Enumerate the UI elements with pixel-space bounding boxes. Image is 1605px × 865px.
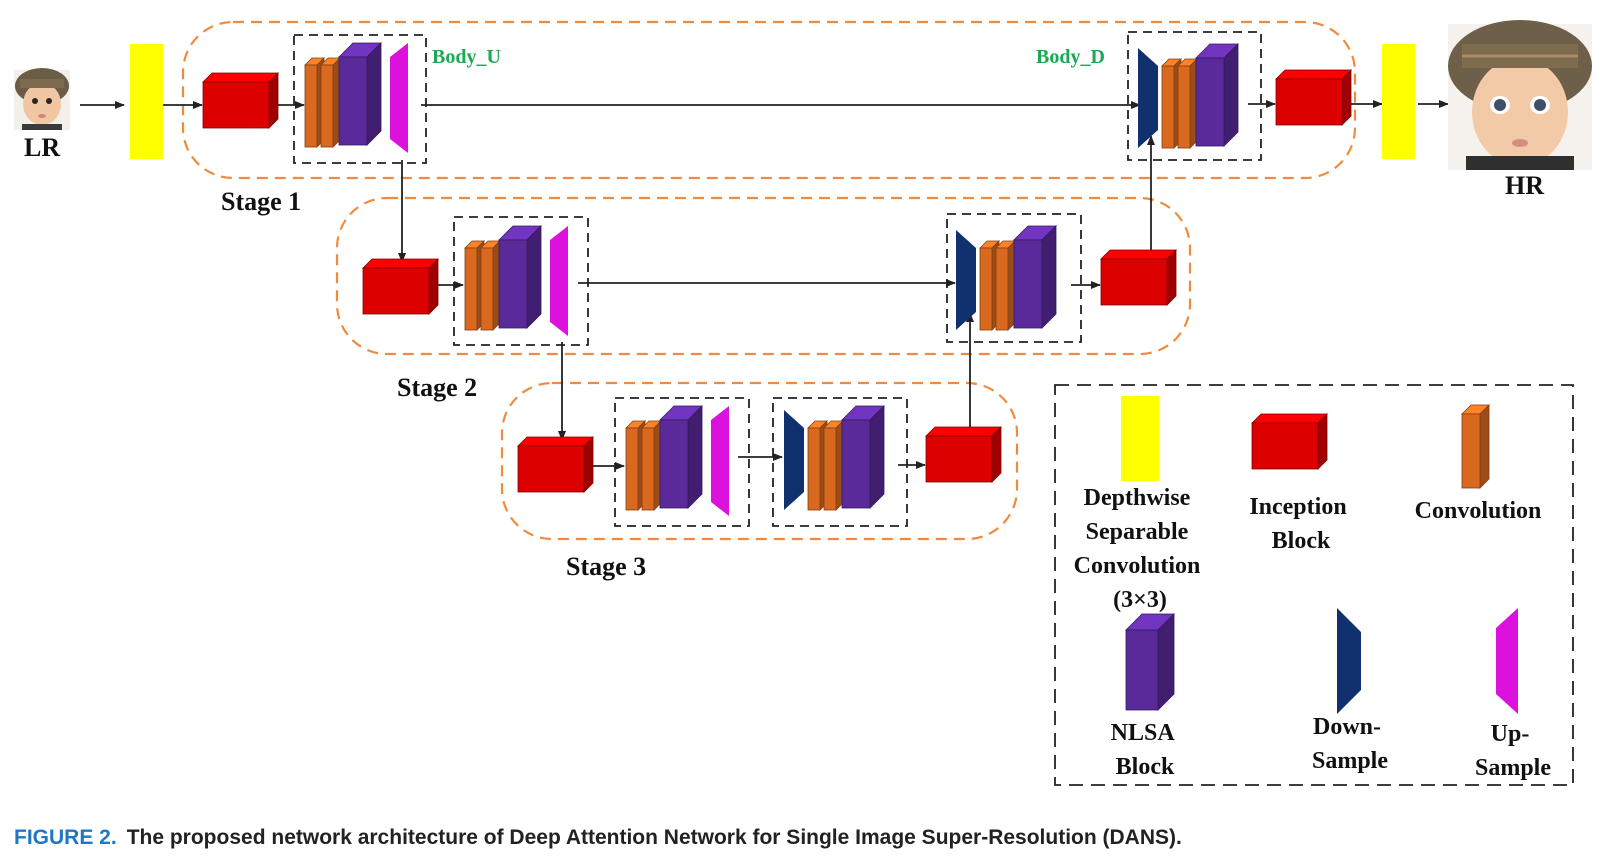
hr-baby-image xyxy=(1448,20,1592,170)
legend-inception-label: Inception Block xyxy=(1249,494,1352,554)
body-u-s3-conv2 xyxy=(641,420,662,511)
stage1-label: Stage 1 xyxy=(221,187,301,216)
legend-box xyxy=(1054,384,1574,786)
body-d-s2-nlsa xyxy=(1013,225,1057,329)
body-d-s3-nlsa xyxy=(841,405,885,509)
dsconv-in xyxy=(130,44,163,159)
connections xyxy=(80,100,1449,470)
body-u-s2-nlsa xyxy=(498,225,542,329)
body-u-s2-upsample xyxy=(550,226,568,336)
legend-convolution-label: Convolution xyxy=(1415,498,1542,524)
body-u-box-stage1 xyxy=(293,34,427,164)
inception-s3-in xyxy=(517,436,594,493)
body-u-s3-upsample xyxy=(711,406,729,516)
legend-downsample-label: Down- Sample xyxy=(1312,714,1388,774)
body-u-s3-nlsa xyxy=(659,405,703,509)
figure-number: FIGURE 2. xyxy=(14,826,117,849)
body-d-box-stage2 xyxy=(946,213,1082,343)
legend-dsconv-label: Depthwise Separable Convolution (3×3) xyxy=(1074,485,1207,613)
legend-inception-icon xyxy=(1251,413,1328,470)
body-u-s1-upsample xyxy=(390,43,408,153)
body-u-box-stage3 xyxy=(614,397,750,527)
legend-nlsa-icon xyxy=(1125,613,1175,711)
body-u-s2-conv2 xyxy=(480,240,501,331)
body-d-box-stage3 xyxy=(772,397,908,527)
figure-caption: FIGURE 2. The proposed network architectu… xyxy=(14,826,1182,850)
inception-s2-out xyxy=(1100,249,1177,306)
body-d-label: Body_D xyxy=(1036,46,1105,68)
hr-label: HR xyxy=(1505,171,1544,200)
legend-upsample-label: Up- Sample xyxy=(1475,721,1551,781)
body-u-box-stage2 xyxy=(453,216,589,346)
lr-baby-image xyxy=(14,68,70,130)
figure-caption-text: The proposed network architecture of Dee… xyxy=(126,826,1182,849)
inception-s3-out xyxy=(925,426,1002,483)
body-d-s3-downsample xyxy=(784,410,804,510)
dsconv-out xyxy=(1382,44,1415,159)
body-u-s1-nlsa xyxy=(338,42,382,146)
inception-s1-in xyxy=(202,72,279,129)
stage2-label: Stage 2 xyxy=(397,373,477,402)
legend-downsample-icon xyxy=(1337,608,1361,714)
stage1-container xyxy=(181,20,1357,180)
legend-convolution-icon xyxy=(1461,404,1490,489)
stage3-label: Stage 3 xyxy=(566,552,646,581)
stage3-container xyxy=(500,381,1019,541)
body-u-s1-conv2 xyxy=(320,57,341,148)
legend-nlsa-label: NLSA Block xyxy=(1111,720,1180,780)
body-d-s1-downsample xyxy=(1138,48,1158,148)
legend-upsample-icon xyxy=(1496,608,1518,714)
body-d-s1-nlsa xyxy=(1195,43,1239,147)
body-d-s1-conv2 xyxy=(1177,58,1198,149)
body-d-s3-conv2 xyxy=(823,420,844,511)
inception-s2-in xyxy=(362,258,439,315)
inception-s1-out xyxy=(1275,69,1352,126)
legend-dsconv-icon xyxy=(1121,396,1159,481)
body-d-s2-downsample xyxy=(956,230,976,330)
body-d-s2-conv2 xyxy=(995,240,1016,331)
stage2-container xyxy=(335,196,1192,356)
lr-label: LR xyxy=(24,133,60,162)
body-d-box-stage1 xyxy=(1127,31,1262,161)
body-u-label: Body_U xyxy=(432,46,501,68)
